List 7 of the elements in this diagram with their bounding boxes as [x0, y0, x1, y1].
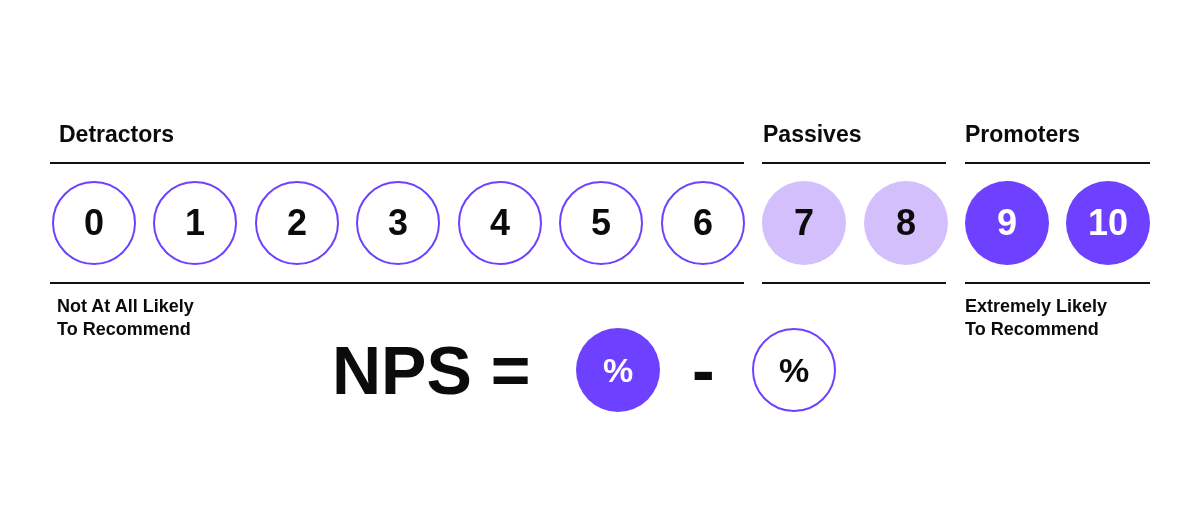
scale-end-label: Not At All Likely To Recommend [57, 295, 195, 341]
segment-heading: Detractors [59, 123, 175, 146]
scale-end-label: Extremely Likely To Recommend [965, 295, 1109, 341]
formula-text: NPS = [332, 336, 531, 404]
segment-heading: Promoters [965, 123, 1081, 146]
minus-sign: - [692, 336, 715, 404]
segment-heading: Passives [763, 123, 862, 146]
